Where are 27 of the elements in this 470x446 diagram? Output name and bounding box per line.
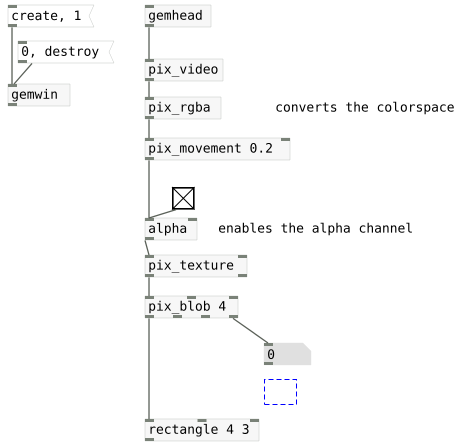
patch-cord bbox=[148, 208, 176, 219]
object-box: pix_video bbox=[144, 58, 224, 82]
comment: enables the alpha channel bbox=[218, 222, 412, 236]
patch-cord bbox=[148, 119, 150, 138]
object-box: gemwin bbox=[8, 84, 70, 106]
message-box: 0, destroy bbox=[18, 40, 114, 64]
object-box: pix_rgba bbox=[144, 96, 222, 120]
object-box: rectangle 4 3 bbox=[144, 418, 260, 442]
object-box: pix_blob 4 bbox=[144, 296, 238, 318]
patch-cord bbox=[144, 240, 150, 256]
object-box: pix_movement 0.2 bbox=[144, 138, 290, 160]
object-box: alpha bbox=[144, 218, 198, 240]
patch-cord bbox=[148, 27, 150, 59]
comment: converts the colorspace bbox=[276, 102, 454, 114]
message-box: create, 1 bbox=[8, 4, 94, 28]
patch-cord bbox=[232, 318, 268, 344]
dashed-box bbox=[264, 379, 297, 405]
object-box: gemhead bbox=[144, 4, 212, 28]
number-box: 0 bbox=[264, 342, 312, 366]
patch-cord bbox=[148, 277, 150, 296]
toggle-box bbox=[172, 186, 196, 210]
patch-cord bbox=[148, 81, 150, 97]
patch-cord bbox=[148, 160, 150, 218]
patch-cord bbox=[148, 318, 150, 419]
patch-cord bbox=[11, 27, 13, 84]
object-box: pix_texture bbox=[144, 254, 248, 278]
patch-cord bbox=[14, 62, 32, 84]
